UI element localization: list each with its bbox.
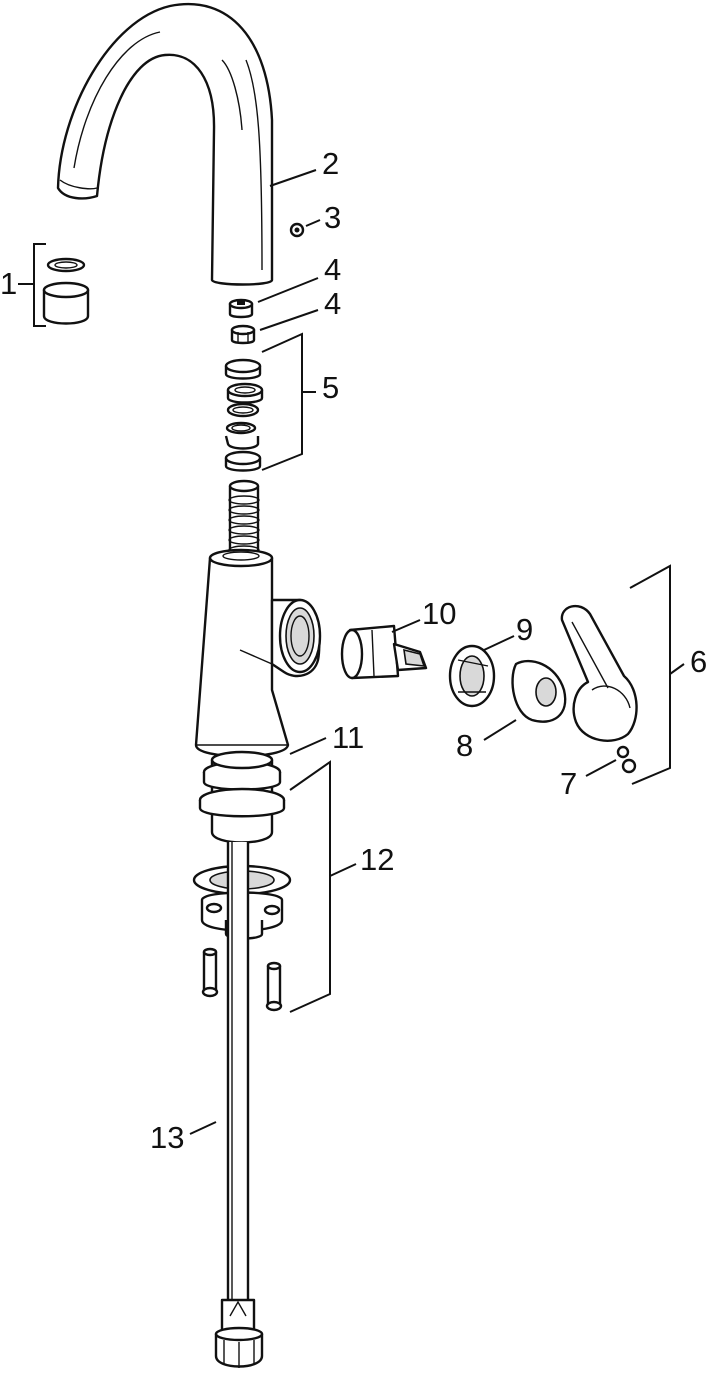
part-1-aerator: [42, 257, 90, 325]
part-4-nut-upper: [228, 298, 254, 319]
label-1: 1: [0, 266, 17, 301]
faucet-body: [194, 548, 322, 758]
part-9-retaining-ring: [448, 644, 496, 708]
label-10: 10: [422, 596, 456, 631]
label-4-upper: 4: [324, 252, 341, 287]
threaded-stem: [228, 479, 260, 562]
label-4-lower: 4: [324, 286, 341, 321]
label-3: 3: [324, 200, 341, 235]
leader-lines: [18, 169, 685, 1135]
part-10-cartridge: [340, 624, 428, 680]
part-13-supply-hose: [214, 842, 264, 1368]
part-7-screws: [616, 745, 637, 774]
part-8-cap: [511, 659, 567, 723]
label-2: 2: [322, 146, 339, 181]
label-11: 11: [332, 720, 364, 755]
label-7: 7: [560, 766, 577, 801]
part-4-nut-lower: [230, 324, 256, 345]
label-8: 8: [456, 728, 473, 763]
label-9: 9: [516, 612, 533, 647]
label-13: 13: [150, 1120, 184, 1155]
label-6: 6: [690, 644, 707, 679]
part-3-screw: [289, 222, 305, 238]
part-2-spout: [56, 3, 274, 286]
part-6-handle: [560, 604, 638, 742]
label-5: 5: [322, 370, 339, 405]
part-11-sleeve: [198, 750, 286, 844]
part-5-ring-set: [224, 358, 264, 472]
callout-labels: 1 2 3 4 4 5 6 7 8 9 10 11 12 13: [0, 146, 707, 1155]
label-12: 12: [360, 842, 394, 877]
